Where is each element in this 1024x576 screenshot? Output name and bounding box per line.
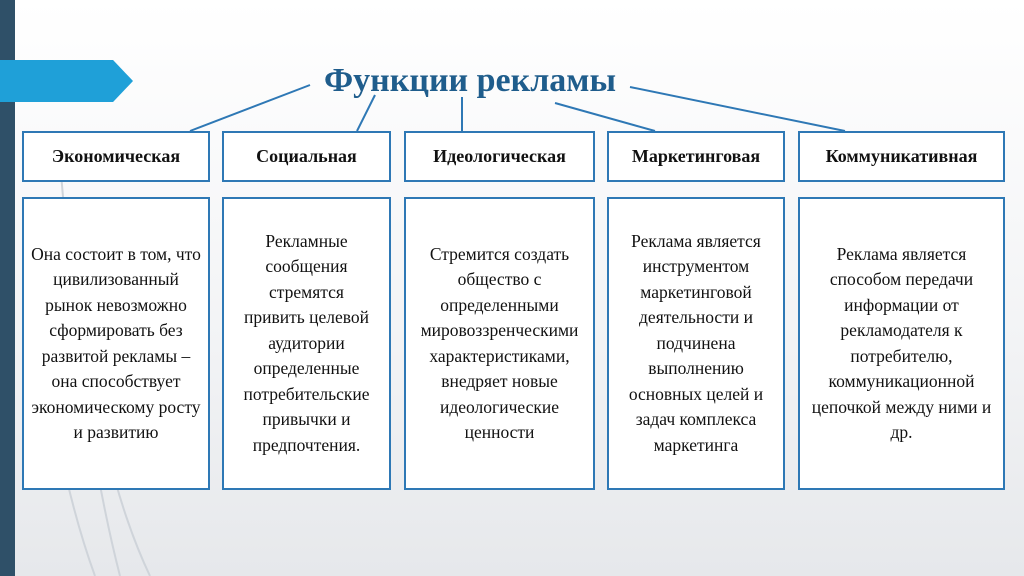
connector-5 — [629, 86, 846, 132]
connector-4 — [554, 102, 656, 132]
function-header-social: Социальная — [222, 131, 391, 182]
diagram-title: Функции рекламы — [323, 62, 617, 99]
function-description-communicative: Реклама является способом передачи инфор… — [798, 197, 1005, 490]
connector-2 — [356, 94, 376, 132]
function-header-communicative: Коммуникативная — [798, 131, 1005, 182]
connector-1 — [189, 84, 311, 132]
function-description-economic: Она состоит в том, что цивилизованный ры… — [22, 197, 210, 490]
function-header-marketing: Маркетинговая — [607, 131, 785, 182]
function-description-marketing: Реклама является инструментом маркетинго… — [607, 197, 785, 490]
side-accent-bar — [0, 0, 15, 576]
function-header-ideological: Идеологическая — [404, 131, 595, 182]
arrow-accent — [0, 60, 133, 102]
function-header-economic: Экономическая — [22, 131, 210, 182]
function-description-ideological: Стремится создать общество с определенны… — [404, 197, 595, 490]
function-description-social: Рекламные сообщения стремятся привить це… — [222, 197, 391, 490]
